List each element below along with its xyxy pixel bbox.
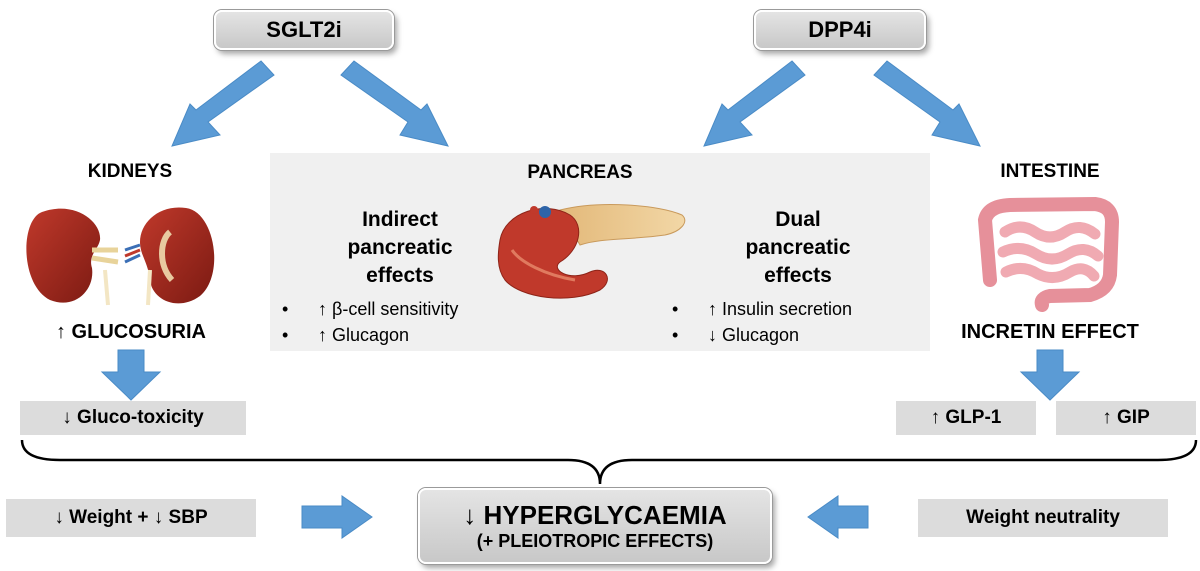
list-item: • ↑ Insulin secretion [672, 296, 922, 322]
weight-sbp-text: ↓ Weight + ↓ SBP [54, 507, 208, 528]
indirect-heading-line3: effects [366, 264, 434, 287]
dual-effects-heading: Dual pancreatic effects [718, 206, 878, 290]
indirect-heading-line2: pancreatic [347, 236, 453, 259]
dual-heading-line1: Dual [775, 208, 821, 231]
kidneys-title: KIDNEYS [87, 161, 173, 182]
gip-box: ↑ GIP [1056, 401, 1196, 435]
arrow-dpp4i-to-pancreas [703, 60, 806, 147]
weight-neutrality-box: Weight neutrality [918, 499, 1168, 537]
hyperglycaemia-text: ↓ HYPERGLYCAEMIA [463, 499, 727, 530]
weight-sbp-box: ↓ Weight + ↓ SBP [6, 499, 256, 537]
arrow-dpp4i-to-intestine [873, 60, 981, 147]
curly-brace [20, 439, 1198, 485]
weight-neutrality-text: Weight neutrality [966, 507, 1120, 528]
bullet-symbol: • [282, 299, 289, 319]
list-item: • ↑ Glucagon [282, 322, 552, 348]
dual-effects-list: • ↑ Insulin secretion • ↓ Glucagon [672, 296, 922, 348]
intestine-title: INTESTINE [1000, 161, 1100, 182]
indirect-effects-list: • ↑ β-cell sensitivity • ↑ Glucagon [282, 296, 552, 348]
pleiotropic-text: (+ PLEIOTROPIC EFFECTS) [476, 530, 714, 551]
indirect-heading-line1: Indirect [362, 208, 438, 231]
bullet-symbol: • [282, 325, 289, 345]
dual-heading-line3: effects [764, 264, 832, 287]
indirect-effects-heading: Indirect pancreatic effects [320, 206, 480, 290]
sglt2i-text: SGLT2i [266, 17, 342, 42]
bullet-text: ↑ β-cell sensitivity [318, 299, 459, 319]
list-item: • ↑ β-cell sensitivity [282, 296, 552, 322]
intestine-illustration [977, 196, 1120, 312]
gip-text: ↑ GIP [1102, 407, 1150, 428]
bullet-symbol: • [672, 299, 679, 319]
gluco-toxicity-box: ↓ Gluco-toxicity [20, 401, 246, 435]
pancreas-illustration [497, 204, 686, 299]
glp1-box: ↑ GLP-1 [896, 401, 1036, 435]
arrow-incretin-down [1019, 349, 1081, 401]
arrow-sglt2i-to-kidneys [171, 60, 275, 147]
kidneys-illustration [26, 207, 215, 306]
dpp4i-label: DPP4i [754, 10, 926, 50]
glp1-text: ↑ GLP-1 [930, 407, 1002, 428]
dpp4i-text: DPP4i [808, 17, 872, 42]
bullet-text: ↑ Glucagon [318, 325, 410, 345]
pancreas-title: PANCREAS [527, 162, 633, 183]
glucosuria-label: ↑ GLUCOSURIA [56, 321, 206, 343]
dual-heading-line2: pancreatic [745, 236, 851, 259]
arrow-left-to-center [301, 495, 373, 539]
list-item: • ↓ Glucagon [672, 322, 922, 348]
arrow-sglt2i-to-pancreas [340, 60, 449, 147]
arrow-glucosuria-down [100, 349, 162, 401]
gluco-toxicity-text: ↓ Gluco-toxicity [62, 407, 204, 428]
incretin-effect-label: INCRETIN EFFECT [961, 321, 1139, 343]
sglt2i-label: SGLT2i [214, 10, 394, 50]
hyperglycaemia-box: ↓ HYPERGLYCAEMIA (+ PLEIOTROPIC EFFECTS) [418, 488, 772, 564]
arrow-right-to-center [807, 495, 869, 539]
bullet-symbol: • [672, 325, 679, 345]
bullet-text: ↓ Glucagon [708, 325, 800, 345]
bullet-text: ↑ Insulin secretion [708, 299, 853, 319]
